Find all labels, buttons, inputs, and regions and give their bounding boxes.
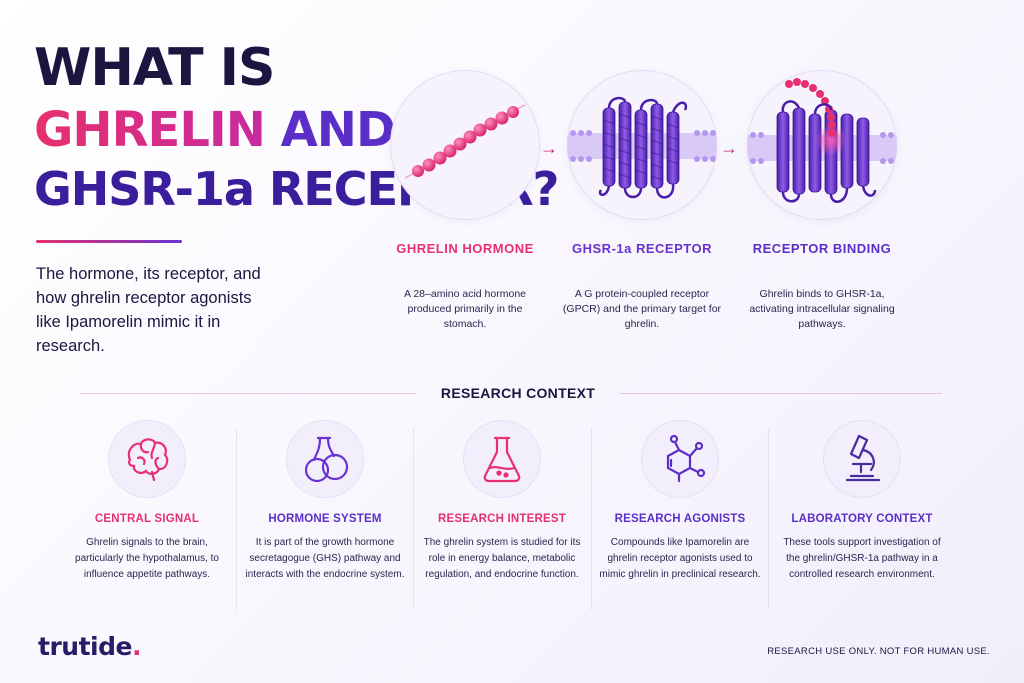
logo-text: trutide (38, 632, 132, 661)
column-separator (236, 428, 237, 610)
section-divider-right (620, 393, 942, 394)
receptor-binding-illustration (747, 70, 897, 220)
step-desc-receptor: A G protein-coupled receptor (GPCR) and … (562, 288, 722, 330)
arrow-icon-2: → (720, 138, 738, 158)
brain-icon (108, 420, 186, 498)
context-desc-central-signal: Ghrelin signals to the brain, particular… (75, 537, 219, 580)
context-desc-laboratory-context: These tools support investigation of the… (783, 537, 941, 580)
step-title-receptor: GHSR-1a RECEPTOR (572, 241, 712, 256)
step-title-ghrelin: GHRELIN HORMONE (396, 241, 534, 256)
title-line-1: WHAT IS (34, 38, 275, 98)
context-title-research-interest: RESEARCH INTEREST (438, 513, 566, 525)
section-divider-left (80, 393, 416, 394)
step-desc-ghrelin: A 28–amino acid hormone produced primari… (404, 288, 526, 330)
context-title-central-signal: CENTRAL SIGNAL (94, 513, 200, 525)
context-desc-research-interest: The ghrelin system is studied for its ro… (423, 537, 581, 580)
context-desc-research-agonists: Compounds like Ipamorelin are ghrelin re… (599, 537, 761, 580)
logo-dot: . (131, 632, 142, 661)
context-title-research-agonists: RESEARCH AGONISTS (614, 513, 746, 525)
title-divider (36, 240, 182, 243)
microscope-icon (823, 420, 901, 498)
context-title-laboratory-context: LABORATORY CONTEXT (791, 513, 933, 525)
gland-icon (286, 420, 364, 498)
column-separator (591, 428, 592, 610)
research-context-heading: RESEARCH CONTEXT (440, 385, 596, 401)
disclaimer-text: RESEARCH USE ONLY. NOT FOR HUMAN USE. (767, 646, 990, 657)
molecule-icon (641, 420, 719, 498)
step-title-binding: RECEPTOR BINDING (752, 241, 892, 256)
ghsr-receptor-illustration (567, 70, 717, 220)
arrow-icon-1: → (540, 138, 558, 158)
ghrelin-hormone-illustration (390, 70, 540, 220)
brand-logo: trutide. (38, 632, 141, 661)
intro-text: The hormone, its receptor, and how ghrel… (36, 265, 261, 355)
step-desc-binding: Ghrelin binds to GHSR-1a, activating int… (749, 288, 895, 330)
title-ghrelin: GHRELIN (34, 102, 266, 158)
column-separator (768, 428, 769, 610)
column-separator (413, 428, 414, 610)
context-desc-hormone-system: It is part of the growth hormone secreta… (245, 537, 405, 580)
context-title-hormone-system: HORMONE SYSTEM (268, 513, 382, 525)
flask-icon (463, 420, 541, 498)
